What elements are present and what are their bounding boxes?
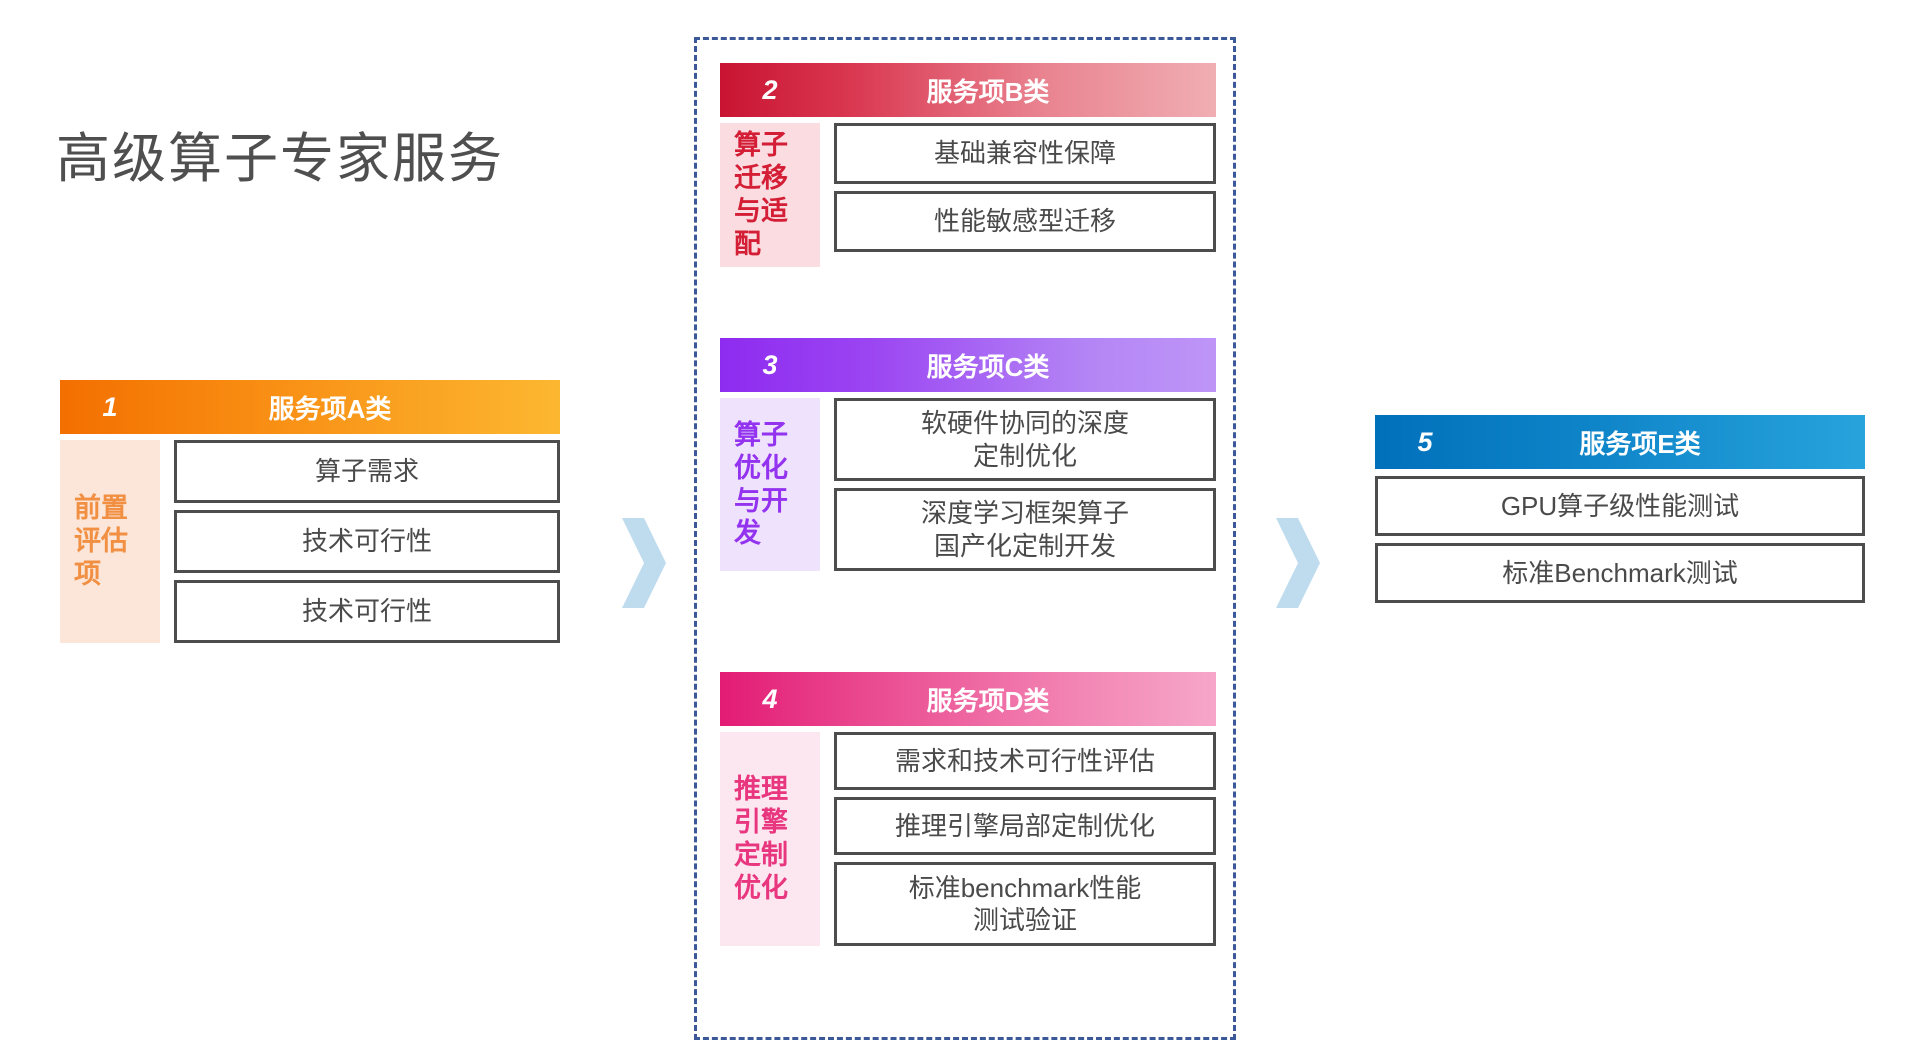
list-item-line1: 深度学习框架算子 xyxy=(920,498,1129,528)
group-c-title: 服务项C类 xyxy=(926,351,1050,382)
service-group-container xyxy=(694,37,1236,1040)
group-e-title: 服务项E类 xyxy=(1579,428,1701,459)
group-b-label: 算子迁移与适配 xyxy=(720,123,820,267)
group-b-title: 服务项B类 xyxy=(926,76,1050,107)
page-title: 高级算子专家服务 xyxy=(56,129,504,189)
chevron-right-icon xyxy=(1268,516,1324,610)
list-item[interactable]: 推理引擎局部定制优化 xyxy=(834,797,1216,855)
list-item[interactable]: 需求和技术可行性评估 xyxy=(834,732,1216,790)
list-item[interactable]: 基础兼容性保障 xyxy=(834,123,1216,184)
group-b-items: 基础兼容性保障 性能敏感型迁移 xyxy=(834,123,1216,267)
list-item[interactable]: 深度学习框架算子 国产化定制开发 xyxy=(834,488,1216,571)
group-d-index: 4 xyxy=(762,683,778,714)
group-c-body: 算子优化与开发 软硬件协同的深度 定制优化 深度学习框架算子 国产化定制开发 xyxy=(720,398,1216,571)
service-group-d: 4 服务项D类 推理引擎定制优化 需求和技术可行性评估 推理引擎局部定制优化 标… xyxy=(720,672,1216,946)
chevron-right-icon xyxy=(614,516,670,610)
group-d-header: 4 服务项D类 xyxy=(720,672,1216,726)
group-e-header: 5 服务项E类 xyxy=(1375,415,1865,469)
group-a-index: 1 xyxy=(102,391,118,422)
list-item[interactable]: 标准benchmark性能 测试验证 xyxy=(834,862,1216,946)
group-a-items: 算子需求 技术可行性 技术可行性 xyxy=(174,440,560,643)
group-d-label: 推理引擎定制优化 xyxy=(720,732,820,946)
list-item-line2: 定制优化 xyxy=(972,440,1077,471)
group-e-index: 5 xyxy=(1417,426,1433,457)
group-a-label: 前置评估项 xyxy=(60,440,160,643)
list-item[interactable]: 性能敏感型迁移 xyxy=(834,191,1216,252)
group-b-index: 2 xyxy=(762,74,778,105)
list-item[interactable]: 标准Benchmark测试 xyxy=(1375,543,1865,603)
group-c-items: 软硬件协同的深度 定制优化 深度学习框架算子 国产化定制开发 xyxy=(834,398,1216,571)
list-item[interactable]: GPU算子级性能测试 xyxy=(1375,476,1865,536)
group-c-label: 算子优化与开发 xyxy=(720,398,820,571)
service-group-e: 5 服务项E类 GPU算子级性能测试 标准Benchmark测试 xyxy=(1375,415,1865,603)
group-b-header: 2 服务项B类 xyxy=(720,63,1216,117)
group-c-header: 3 服务项C类 xyxy=(720,338,1216,392)
list-item[interactable]: 软硬件协同的深度 定制优化 xyxy=(834,398,1216,481)
list-item-line1: 标准benchmark性能 xyxy=(908,872,1142,903)
list-item-line2: 测试验证 xyxy=(972,905,1077,935)
group-c-index: 3 xyxy=(762,349,778,380)
list-item-line2: 国产化定制开发 xyxy=(933,530,1116,561)
group-e-body: GPU算子级性能测试 标准Benchmark测试 xyxy=(1375,476,1865,603)
group-d-title: 服务项D类 xyxy=(926,685,1050,716)
service-group-a: 1 服务项A类 前置评估项 算子需求 技术可行性 技术可行性 xyxy=(60,380,560,643)
list-item-line1: 软硬件协同的深度 xyxy=(920,408,1129,438)
list-item[interactable]: 算子需求 xyxy=(174,440,560,503)
group-d-body: 推理引擎定制优化 需求和技术可行性评估 推理引擎局部定制优化 标准benchma… xyxy=(720,732,1216,946)
group-a-body: 前置评估项 算子需求 技术可行性 技术可行性 xyxy=(60,440,560,643)
service-group-c: 3 服务项C类 算子优化与开发 软硬件协同的深度 定制优化 深度学习框架算子 国… xyxy=(720,338,1216,571)
group-a-title: 服务项A类 xyxy=(268,393,392,424)
group-b-body: 算子迁移与适配 基础兼容性保障 性能敏感型迁移 xyxy=(720,123,1216,267)
list-item[interactable]: 技术可行性 xyxy=(174,580,560,643)
service-group-b: 2 服务项B类 算子迁移与适配 基础兼容性保障 性能敏感型迁移 xyxy=(720,63,1216,267)
list-item[interactable]: 技术可行性 xyxy=(174,510,560,573)
group-d-items: 需求和技术可行性评估 推理引擎局部定制优化 标准benchmark性能 测试验证 xyxy=(834,732,1216,946)
group-e-items: GPU算子级性能测试 标准Benchmark测试 xyxy=(1375,476,1865,603)
group-a-header: 1 服务项A类 xyxy=(60,380,560,434)
